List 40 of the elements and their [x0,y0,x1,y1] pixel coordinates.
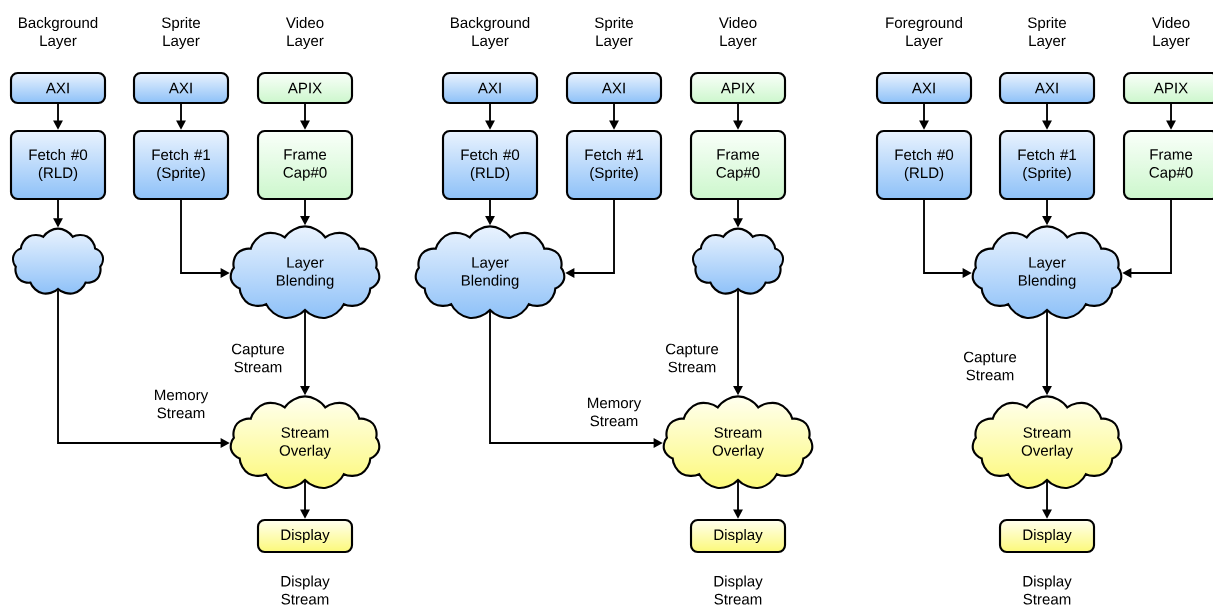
layer-heading: Background Layer [451,17,530,49]
interface-box: APIX [1122,71,1213,105]
cloud-shape [691,227,785,295]
interface-box: AXI [998,71,1096,105]
layer-heading: Video Layer [285,17,324,49]
layer-heading: Video Layer [1151,17,1190,49]
process-box: Fetch #1 (Sprite) [565,129,663,201]
process-box: Frame Cap#0 [689,129,787,201]
process-box: Fetch #0 (RLD) [9,129,107,201]
interface-box: AXI [441,71,539,105]
layer-heading: Video Layer [718,17,757,49]
stream-label: Capture Stream [666,343,719,373]
interface-box: AXI [9,71,107,105]
process-box: Fetch #0 (RLD) [441,129,539,201]
interface-box: AXI [875,71,973,105]
interface-box: APIX [256,71,354,105]
process-box: Frame Cap#0 [256,129,354,201]
interface-box: AXI [565,71,663,105]
process-box: Fetch #0 (RLD) [875,129,973,201]
stream-label: Capture Stream [232,343,285,373]
layer-heading: Sprite Layer [595,17,633,49]
display-box: Display [256,518,354,554]
stream-label: Memory Stream [155,389,209,419]
display-box: Display [998,518,1096,554]
interface-box: AXI [132,71,230,105]
stream-label: Display Stream [281,575,330,605]
process-box: Frame Cap#0 [1122,129,1213,201]
stream-label: Capture Stream [964,351,1017,381]
layer-heading: Sprite Layer [1028,17,1066,49]
stream-label: Display Stream [714,575,763,605]
stream-label: Memory Stream [588,397,642,427]
stream-label: Display Stream [1023,575,1072,605]
process-box: Fetch #1 (Sprite) [132,129,230,201]
layer-heading: Foreground Layer [886,17,962,49]
layer-heading: Background Layer [19,17,98,49]
process-box: Fetch #1 (Sprite) [998,129,1096,201]
layer-heading: Sprite Layer [162,17,200,49]
interface-box: APIX [689,71,787,105]
display-box: Display [689,518,787,554]
cloud-shape [11,227,105,295]
